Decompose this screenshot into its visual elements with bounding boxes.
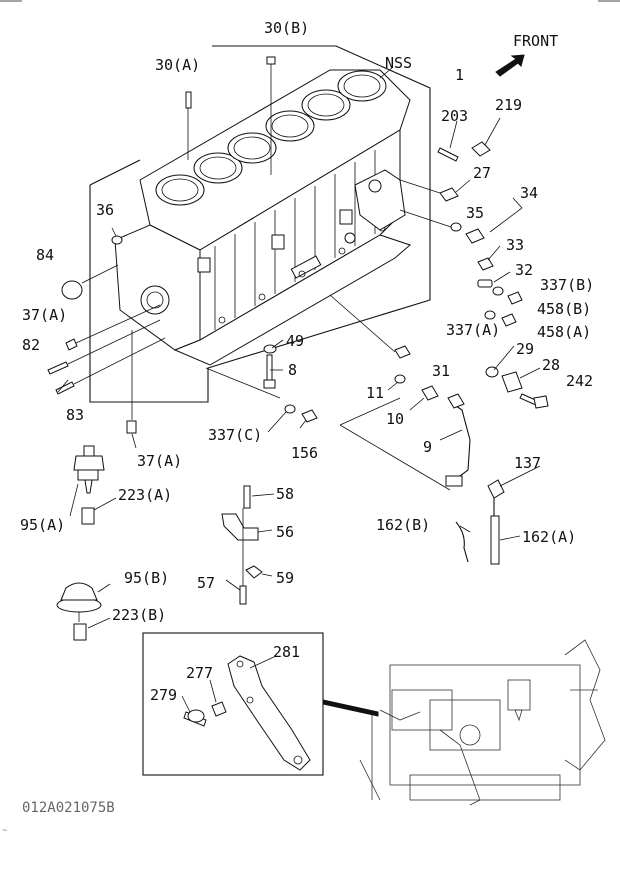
callout-83: 83 [66,406,84,424]
elbow-137 [487,479,505,516]
engine-thumbnail [359,639,606,806]
sleeve-32 [477,279,493,288]
callout-156: 156 [291,444,318,462]
callout-37a-bottom: 37(A) [137,452,182,470]
callout-84: 84 [36,246,54,264]
oring-29 [485,366,499,378]
callout-203: 203 [441,107,468,125]
callout-56: 56 [276,523,294,541]
plug-156 [301,409,318,423]
dowel-36 [111,235,123,245]
callout-30b: 30(B) [264,19,309,37]
washer-11 [394,374,406,384]
callout-29: 29 [516,340,534,358]
pin-30a [185,91,192,160]
front-label: FRONT [513,32,558,50]
callout-49: 49 [286,332,304,350]
pin-82 [47,319,161,375]
hose-162a [490,515,500,565]
callout-337c: 337(C) [208,426,262,444]
cylinder-block [114,69,411,366]
callout-31: 31 [432,362,450,380]
callout-8: 8 [288,361,297,379]
plug-37a-top [65,304,161,351]
plug-30b [266,56,276,175]
adapter-223b [73,623,87,641]
figure-id: 012A021075B [22,800,115,816]
callout-279: 279 [150,686,177,704]
mount-95b [56,582,102,622]
pin-83 [55,337,166,395]
plug-33 [477,257,494,271]
washer-337b [492,286,504,296]
washer-337a [484,310,496,320]
plug-458a [501,313,517,327]
callout-33: 33 [506,236,524,254]
flange-28 [501,371,523,393]
callout-458a: 458(A) [537,323,591,341]
nut-59 [245,565,263,579]
callout-337b: 337(B) [540,276,594,294]
callout-337a: 337(A) [446,321,500,339]
callout-35: 35 [466,204,484,222]
callout-223b: 223(B) [112,606,166,624]
callout-28: 28 [542,356,560,374]
callout-162a: 162(A) [522,528,576,546]
pipe-9 [445,393,471,487]
washer-35 [399,209,462,232]
callout-nss: NSS [385,54,412,72]
callout-37a-top: 37(A) [22,306,67,324]
plug-37a-bottom [126,330,137,434]
block-outline-box [89,45,431,403]
leader-lines [57,67,541,713]
callout-277: 277 [186,664,213,682]
stud-203 [437,147,459,162]
svg-text:~: ~ [2,826,8,836]
callout-281: 281 [273,643,300,661]
callout-95b: 95(B) [124,569,169,587]
callout-32: 32 [515,261,533,279]
fitting-27 [399,179,459,202]
callout-34: 34 [520,184,538,202]
callout-1: 1 [455,66,464,84]
adapter-223a [81,507,95,525]
callout-27: 27 [473,164,491,182]
bolt-242 [519,393,549,409]
callout-223a: 223(A) [118,486,172,504]
callouts: 30(B) 30(A) NSS 1 203 219 27 34 35 36 33… [20,19,594,704]
callout-458b: 458(B) [537,300,591,318]
bracket-56 [221,513,259,541]
bolt-34 [465,228,485,244]
callout-162b: 162(B) [376,516,430,534]
bolt-8 [263,354,276,389]
fitting-31 [329,294,411,359]
fitting-10 [421,385,439,401]
cap-84 [61,264,119,300]
callout-58: 58 [276,485,294,503]
callout-36: 36 [96,201,114,219]
sensor-95a [73,445,105,494]
bolt-57 [239,585,247,605]
callout-59: 59 [276,569,294,587]
callout-11: 11 [366,384,384,402]
hose-162b [455,521,469,563]
washer-337c [284,404,296,414]
callout-137: 137 [514,454,541,472]
callout-242: 242 [566,372,593,390]
callout-82: 82 [22,336,40,354]
callout-219: 219 [495,96,522,114]
plug-458b [507,291,523,305]
callout-30a: 30(A) [155,56,200,74]
stud-58 [243,485,251,509]
bolt-219 [471,141,491,157]
callout-57: 57 [197,574,215,592]
callout-10: 10 [386,410,404,428]
callout-9: 9 [423,438,432,456]
front-arrow-icon [495,54,525,77]
callout-95a: 95(A) [20,516,65,534]
